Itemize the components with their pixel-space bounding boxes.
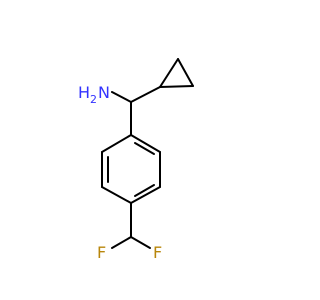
fluorine-left-label: F bbox=[97, 243, 106, 262]
atom-labels: H2N F F bbox=[78, 83, 162, 262]
bond-ring-6 bbox=[101, 134, 132, 153]
nh2-h: H bbox=[78, 83, 90, 102]
nh2-subscript: 2 bbox=[90, 93, 97, 106]
bond-ring-double-2 bbox=[134, 184, 155, 197]
structure-diagram: H2N F F bbox=[78, 58, 194, 262]
molecule-drawing: H2N F F bbox=[78, 58, 194, 262]
bonds bbox=[101, 58, 194, 249]
bond-cyclopropyl-b bbox=[177, 58, 194, 87]
bond-cyclopropyl-c bbox=[159, 85, 194, 88]
bond-ring-4 bbox=[101, 186, 132, 204]
bond-c-f1 bbox=[111, 236, 132, 249]
nh2-n: N bbox=[98, 83, 110, 102]
bond-ch-nh2 bbox=[111, 91, 132, 103]
bond-ring-double-1 bbox=[134, 142, 155, 155]
nh2-label: H2N bbox=[78, 83, 110, 106]
bond-ch-cyclopropyl bbox=[130, 86, 161, 103]
fluorine-right-label: F bbox=[153, 243, 162, 262]
bond-cyclopropyl-a bbox=[159, 58, 179, 88]
bond-c-f2 bbox=[130, 236, 151, 249]
bond-ring-3 bbox=[130, 186, 161, 204]
bond-ring-1 bbox=[130, 134, 161, 153]
